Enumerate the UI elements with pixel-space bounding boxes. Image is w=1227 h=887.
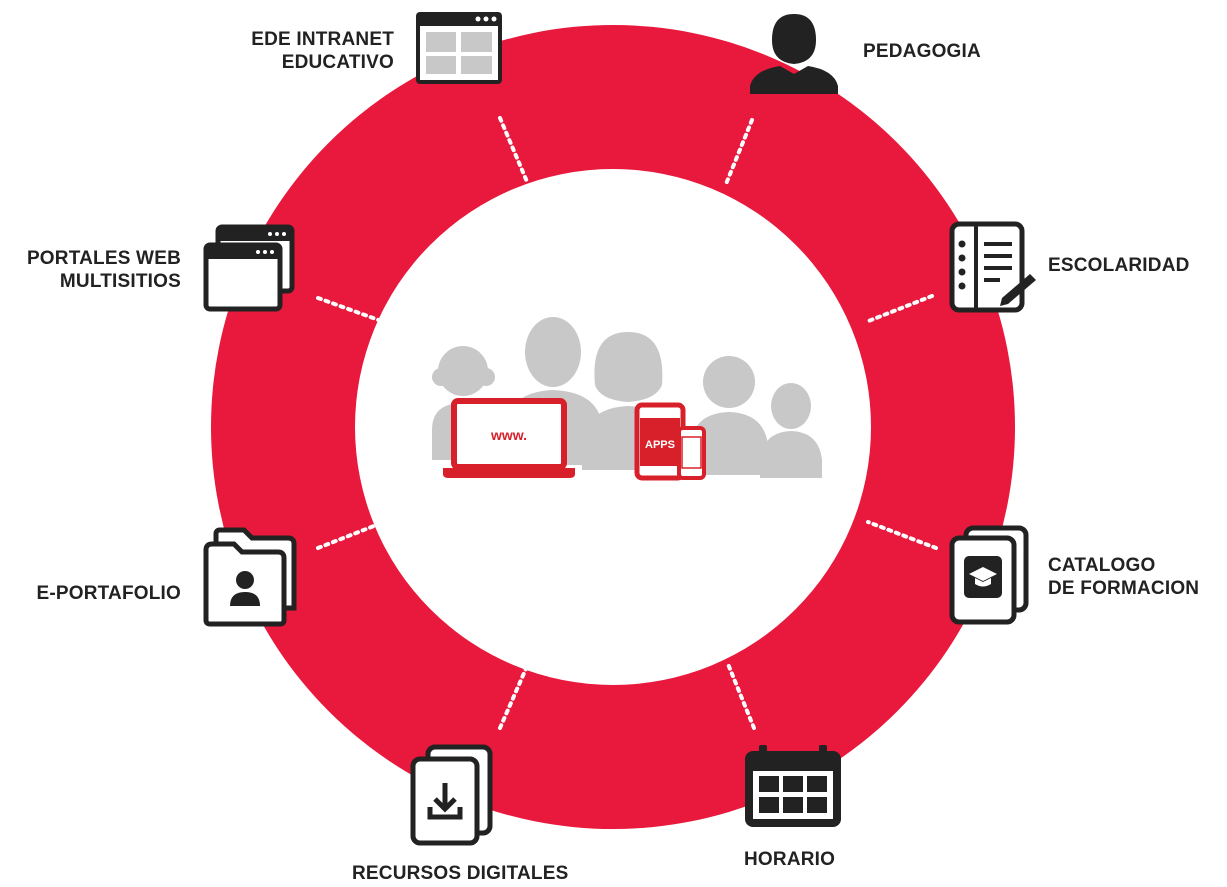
- connector-eportafolio: [316, 520, 386, 550]
- person-icon: [750, 14, 838, 94]
- label-pedagogia: PEDAGOGIA: [863, 40, 981, 63]
- label-catalogo-line1: CATALOGO: [1048, 555, 1156, 576]
- connector-portales: [316, 296, 386, 324]
- connector-recursos: [498, 662, 530, 730]
- label-eportafolio-text: E-PORTAFOLIO: [36, 583, 181, 604]
- stacked-windows-icon: [203, 224, 295, 312]
- label-recursos-text: RECURSOS DIGITALES: [352, 863, 569, 884]
- label-ede-line2: EDUCATIVO: [281, 52, 394, 73]
- folder-user-icon: [203, 527, 297, 627]
- label-portales-line2: MULTISITIOS: [59, 271, 181, 292]
- center-illustration: www. APPS: [432, 317, 822, 481]
- label-ede-line1: EDE INTRANET: [251, 29, 394, 50]
- graduation-cap-icon: [949, 525, 1029, 625]
- connector-ede: [498, 116, 530, 186]
- laptop-url-text: www.: [490, 427, 527, 443]
- label-portales: PORTALES WEB MULTISITIOS: [27, 247, 181, 293]
- label-pedagogia-text: PEDAGOGIA: [863, 41, 981, 62]
- label-ede-intranet: EDE INTRANET EDUCATIVO: [251, 28, 394, 74]
- label-horario: HORARIO: [744, 848, 835, 871]
- label-recursos: RECURSOS DIGITALES: [352, 862, 569, 885]
- notebook-pen-icon: [949, 221, 1036, 313]
- apps-text: APPS: [645, 439, 675, 451]
- mobile-devices: APPS: [634, 402, 706, 481]
- connector-escolaridad: [864, 294, 934, 324]
- connector-horario: [726, 662, 756, 730]
- browser-grid-icon: [416, 12, 502, 84]
- connector-lines: [316, 116, 938, 730]
- label-portales-line1: PORTALES WEB: [26, 248, 181, 269]
- label-catalogo: CATALOGO DE FORMACION: [1048, 554, 1199, 600]
- label-horario-text: HORARIO: [744, 849, 836, 870]
- label-escolaridad-text: ESCOLARIDAD: [1048, 255, 1190, 276]
- label-catalogo-line2: DE FORMACION: [1048, 578, 1200, 599]
- laptop-device: www.: [443, 398, 575, 478]
- connector-catalogo: [866, 520, 938, 550]
- download-tray-icon: [410, 744, 493, 846]
- calendar-icon: [745, 745, 841, 827]
- label-escolaridad: ESCOLARIDAD: [1048, 254, 1190, 277]
- label-eportafolio: E-PORTAFOLIO: [36, 582, 181, 605]
- connector-pedagogia: [724, 118, 754, 186]
